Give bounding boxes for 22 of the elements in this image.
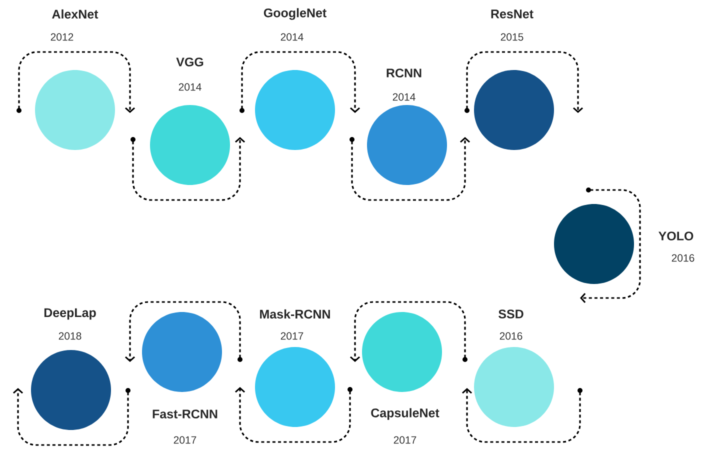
year-label: 2018 <box>58 332 82 340</box>
year-label: 2015 <box>500 33 524 41</box>
year-label: 2014 <box>392 93 416 101</box>
year-label: 2016 <box>500 332 522 340</box>
year-label: 2017 <box>174 436 196 444</box>
model-name: YOLO <box>658 232 694 240</box>
model-name: Fast-RCNN <box>152 410 218 418</box>
year-label: 2017 <box>280 332 304 340</box>
year-label: 2017 <box>394 436 416 444</box>
model-name: CapsuleNet <box>371 408 440 420</box>
model-name: RCNN <box>386 68 422 78</box>
year-label: 2012 <box>50 33 74 41</box>
model-name: SSD <box>498 310 524 318</box>
year-label: 2016 <box>672 254 694 262</box>
model-name: AlexNet <box>52 9 98 19</box>
model-name: Mask-RCNN <box>260 309 330 319</box>
model-name: ResNet <box>491 10 534 18</box>
model-name: GoogleNet <box>264 8 326 20</box>
year-label: 2014 <box>280 33 304 41</box>
year-label: 2014 <box>178 83 202 91</box>
model-name: VGG <box>176 58 204 66</box>
model-name: DeepLap <box>44 308 96 320</box>
